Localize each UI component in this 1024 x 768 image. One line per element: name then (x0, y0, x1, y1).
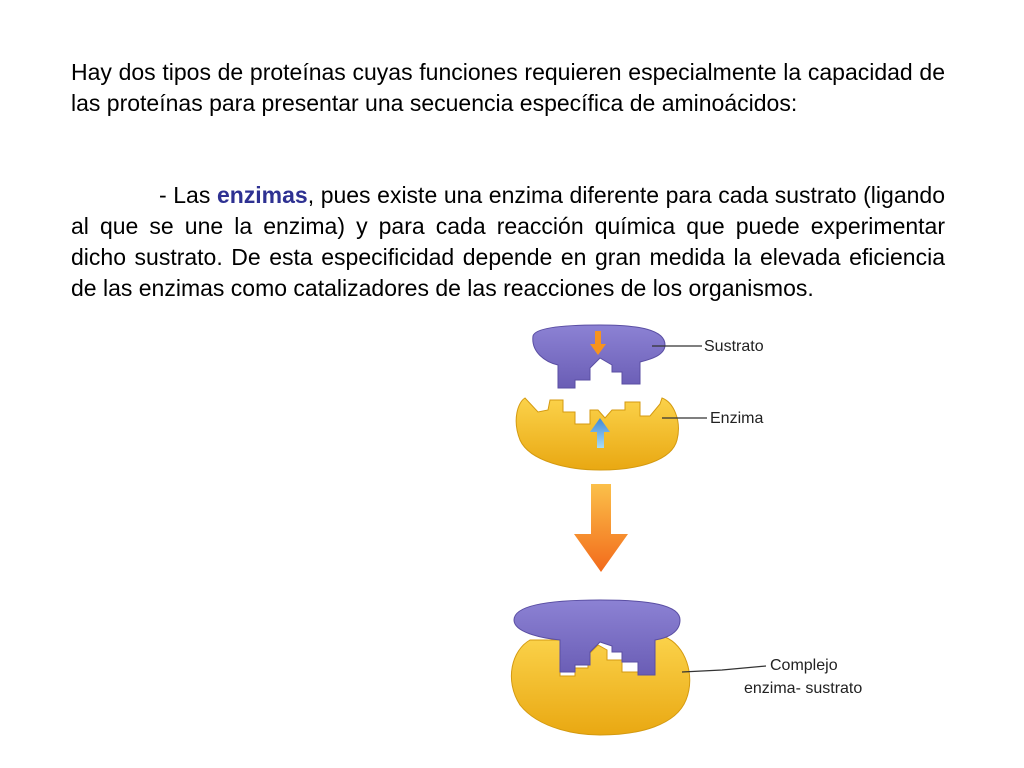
reaction-arrow-icon (574, 484, 628, 572)
complex-enzyme-shape (510, 636, 691, 736)
enzymes-prefix: - Las (159, 182, 217, 208)
intro-text: Hay dos tipos de proteínas cuyas funcion… (71, 59, 945, 116)
substrate-label: Sustrato (704, 338, 764, 355)
enzymes-highlight: enzimas (216, 182, 308, 208)
up-arrow-small-icon (590, 418, 610, 448)
complex-label-line2: enzima- sustrato (744, 680, 863, 697)
complex-substrate-shape (513, 599, 681, 676)
enzyme-label: Enzima (710, 410, 764, 427)
complex-leader-line (681, 665, 767, 673)
enzymes-rest: , pues existe una enzima diferente para … (71, 182, 945, 301)
enzymes-paragraph: - Las enzimas, pues existe una enzima di… (71, 180, 945, 304)
intro-paragraph: Hay dos tipos de proteínas cuyas funcion… (71, 57, 945, 119)
down-arrow-small-icon (590, 331, 606, 355)
complex-label-line1: Complejo (770, 657, 838, 674)
substrate-shape (532, 324, 666, 389)
